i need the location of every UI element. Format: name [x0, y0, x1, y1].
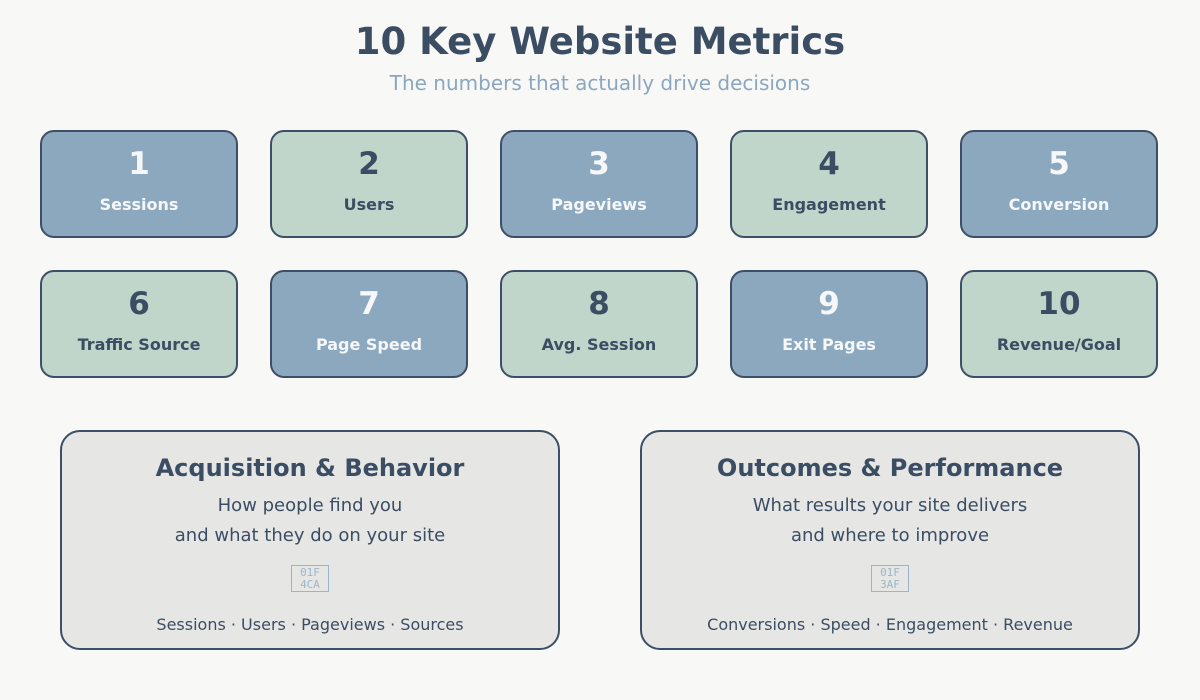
- metric-card-pageviews: 3 Pageviews: [500, 130, 698, 238]
- panel-description-line: and where to improve: [790, 525, 990, 546]
- panel-description-line: How people find you: [217, 495, 403, 516]
- panel-description: What results your site delivers and wher…: [642, 491, 1138, 551]
- panel-description-line: and what they do on your site: [174, 525, 446, 546]
- panel-tags: Sessions · Users · Pageviews · Sources: [156, 615, 464, 634]
- panel-description-line: What results your site delivers: [752, 495, 1028, 516]
- metric-card-engagement: 4 Engagement: [730, 130, 928, 238]
- panel-title: Acquisition & Behavior: [155, 454, 465, 482]
- metric-label: Engagement: [772, 195, 886, 214]
- metric-number: 5: [1048, 146, 1070, 182]
- metric-number: 7: [358, 286, 380, 322]
- icon-glyph-line: 01F: [300, 566, 320, 579]
- metric-card-avg-session: 8 Avg. Session: [500, 270, 698, 378]
- panel-tags: Conversions · Speed · Engagement · Reven…: [707, 615, 1073, 634]
- metric-number: 9: [818, 286, 840, 322]
- icon-glyph-line: 3AF: [880, 578, 900, 591]
- metric-label: Pageviews: [551, 195, 647, 214]
- metric-card-revenue-goal: 10 Revenue/Goal: [960, 270, 1158, 378]
- metric-label: Sessions: [99, 195, 179, 214]
- metric-label: Exit Pages: [782, 335, 876, 354]
- panel-description: How people find you and what they do on …: [62, 491, 558, 551]
- icon-glyph-line: 4CA: [300, 578, 320, 591]
- metric-label: Conversion: [1008, 195, 1110, 214]
- metric-number: 6: [128, 286, 150, 322]
- metric-card-users: 2 Users: [270, 130, 468, 238]
- metric-card-page-speed: 7 Page Speed: [270, 270, 468, 378]
- metric-number: 4: [818, 146, 840, 182]
- metric-number: 2: [358, 146, 380, 182]
- metric-card-traffic-source: 6 Traffic Source: [40, 270, 238, 378]
- metric-label: Traffic Source: [77, 335, 201, 354]
- page-subtitle: The numbers that actually drive decision…: [389, 71, 811, 95]
- metric-number: 3: [588, 146, 610, 182]
- bar-chart-icon: 01F 4CA: [291, 565, 329, 592]
- metric-number: 1: [128, 146, 150, 182]
- target-icon: 01F 3AF: [871, 565, 909, 592]
- metric-number: 10: [1037, 286, 1081, 322]
- metric-label: Revenue/Goal: [996, 335, 1122, 354]
- metric-card-conversion: 5 Conversion: [960, 130, 1158, 238]
- metric-label: Page Speed: [315, 335, 423, 354]
- metric-card-sessions: 1 Sessions: [40, 130, 238, 238]
- panel-acquisition-behavior: Acquisition & Behavior How people find y…: [60, 430, 560, 650]
- metric-label: Users: [343, 195, 395, 214]
- panel-outcomes-performance: Outcomes & Performance What results your…: [640, 430, 1140, 650]
- page-title: 10 Key Website Metrics: [354, 20, 846, 63]
- metric-label: Avg. Session: [541, 335, 657, 354]
- panel-title: Outcomes & Performance: [716, 454, 1064, 482]
- metric-number: 8: [588, 286, 610, 322]
- metric-card-exit-pages: 9 Exit Pages: [730, 270, 928, 378]
- icon-glyph-line: 01F: [880, 566, 900, 579]
